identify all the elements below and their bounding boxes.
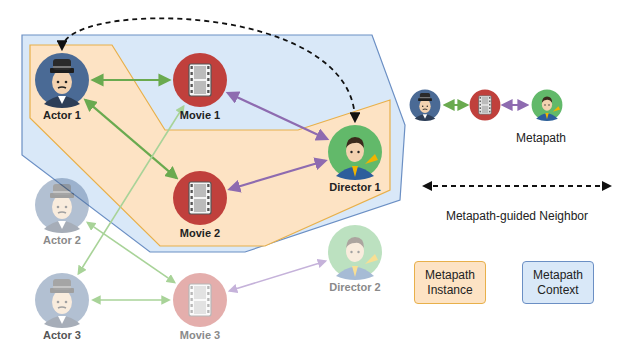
movie-icon xyxy=(172,52,228,108)
director-icon xyxy=(327,124,383,180)
arrow-connector xyxy=(93,79,169,81)
legend-entry: Metapath-guided Neighbor xyxy=(424,209,610,223)
movie-icon xyxy=(172,170,228,226)
movie-node: Movie 3 xyxy=(172,272,228,328)
director-node: Director 1 xyxy=(327,124,383,180)
arrow-connector xyxy=(230,161,326,189)
actor-mini-icon xyxy=(410,90,441,121)
legend-text: Metapath xyxy=(516,131,566,145)
node-label: Movie 3 xyxy=(180,329,220,341)
legend-sample-line xyxy=(503,104,527,106)
actor-node: Actor 1 xyxy=(34,52,90,108)
arrow-connector xyxy=(230,261,326,291)
legend-swatch: Metapath Instance xyxy=(414,261,486,304)
node-label: Movie 1 xyxy=(180,109,220,121)
legend-entry: Metapath xyxy=(486,131,596,145)
node-label: Actor 2 xyxy=(43,234,81,246)
arrow-connector xyxy=(78,106,183,273)
legend-sample-line xyxy=(424,185,610,187)
movie-mini-icon xyxy=(470,90,501,121)
node-label: Movie 2 xyxy=(180,227,220,239)
legend-sample-line xyxy=(445,104,467,106)
legend-text: Metapath Context xyxy=(526,268,590,298)
director-node: Director 2 xyxy=(327,224,383,280)
movie-icon xyxy=(172,272,228,328)
actor-icon xyxy=(34,52,90,108)
node-label: Director 2 xyxy=(329,281,380,293)
metapath-context-region xyxy=(22,35,405,252)
legend-swatch: Metapath Context xyxy=(522,261,594,304)
arrow-connector xyxy=(88,223,175,283)
director-mini-icon xyxy=(532,90,563,121)
legend-text: Metapath Instance xyxy=(418,268,482,298)
actor-icon xyxy=(34,177,90,233)
dashed-connector xyxy=(62,18,355,121)
actor-node: Actor 2 xyxy=(34,177,90,233)
metapath-instance-region xyxy=(30,45,390,246)
actor-node: Actor 3 xyxy=(34,272,90,328)
node-label: Actor 1 xyxy=(43,109,81,121)
node-label: Director 1 xyxy=(329,181,380,193)
movie-node: Movie 1 xyxy=(172,52,228,108)
legend-text: Metapath-guided Neighbor xyxy=(446,209,588,223)
arrow-connector xyxy=(228,93,327,139)
movie-node: Movie 2 xyxy=(172,170,228,226)
node-label: Actor 3 xyxy=(43,329,81,341)
arrow-connector xyxy=(93,299,169,301)
actor-icon xyxy=(34,272,90,328)
director-icon xyxy=(327,224,383,280)
